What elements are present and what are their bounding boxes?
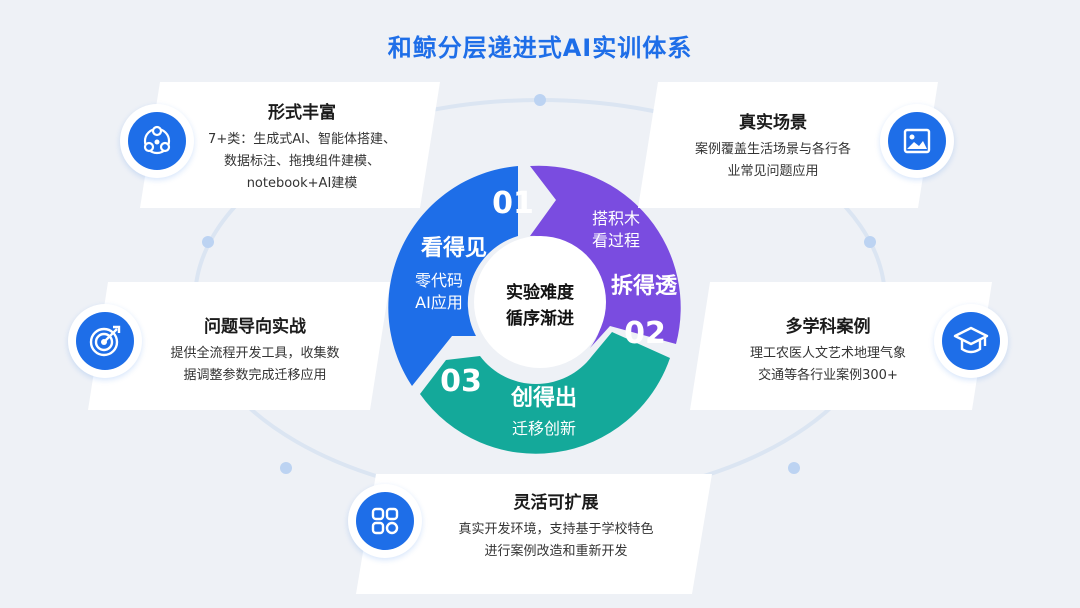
orbit-dot [534,94,546,106]
card-problem-title: 问题导向实战 [204,317,306,337]
card-disciplines-desc: 理工农医人文艺术地理气象 交通等各行业案例300+ [749,346,906,383]
card-extend-desc: 真实开发环境，支持基于学校特色 进行案例改造和重新开发 [458,522,654,559]
segment-03-title: 创得出 [510,386,577,411]
card-problem-desc: 提供全流程开发工具，收集数 据调整参数完成迁移应用 [170,346,340,383]
graduation-cap-icon [953,326,989,354]
segment-02-desc: 搭积木 看过程 [591,209,640,250]
target-icon [89,325,121,357]
segment-01-number: 01 [492,186,534,221]
segment-01-title: 看得见 [420,236,487,261]
card-problem: 问题导向实战 提供全流程开发工具，收集数 据调整参数完成迁移应用 [88,282,390,410]
segment-01-shape [388,166,518,386]
card-forms-desc: 7+类：生成式AI、智能体搭建、 数据标注、拖拽组件建模、 notebook+A… [208,132,396,191]
page-title: 和鲸分层递进式AI实训体系 [387,34,693,62]
center-circle [474,236,606,368]
card-scenes-icon-badge [880,104,954,178]
segment-03-desc: 迁移创新 [511,419,576,438]
card-forms: 形式丰富 7+类：生成式AI、智能体搭建、 数据标注、拖拽组件建模、 noteb… [140,82,440,208]
app-grid-icon [371,507,399,535]
orbit-dot [280,462,292,474]
molecule-icon [143,125,171,155]
card-disciplines-icon-badge [934,304,1008,378]
card-extend-title: 灵活可扩展 [513,493,599,513]
card-forms-icon-badge [120,104,194,178]
card-extend-icon-badge [348,484,422,558]
card-disciplines-title: 多学科案例 [785,317,871,337]
orbit-dot [202,236,214,248]
card-problem-icon-badge [68,304,142,378]
card-forms-title: 形式丰富 [268,103,336,123]
image-icon [903,128,931,154]
segment-01-desc: 零代码 AI应用 [414,271,463,312]
card-scenes-desc: 案例覆盖生活场景与各行各 业常见问题应用 [694,142,851,179]
orbit-dot [788,462,800,474]
segment-02-shape [530,165,681,348]
orbit-dot [864,236,876,248]
segment-02-title: 拆得透 [610,274,677,299]
segment-02-number: 02 [624,316,666,351]
card-scenes-title: 真实场景 [739,113,807,133]
segment-03-number: 03 [440,364,482,399]
center-label: 实验难度 循序渐进 [506,283,574,329]
segment-03-shape [420,332,670,454]
